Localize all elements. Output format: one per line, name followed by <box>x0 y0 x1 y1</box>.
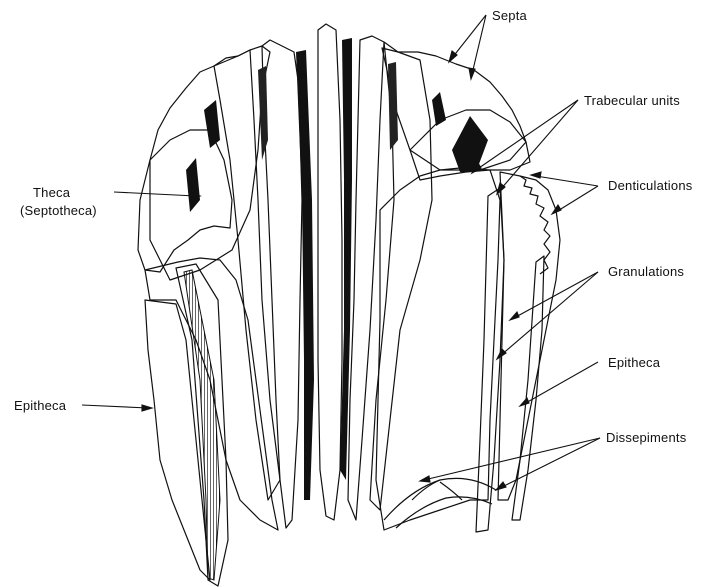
groove <box>258 66 268 160</box>
label-septa: Septa <box>492 8 527 23</box>
leader-epi-left <box>82 405 148 408</box>
groove <box>388 62 398 150</box>
leader-dent-b <box>556 186 598 212</box>
label-trabecular-units: Trabecular units <box>584 93 680 108</box>
dissepiments <box>412 480 440 500</box>
groove <box>296 50 314 500</box>
epitheca-left-wall-line <box>184 270 220 580</box>
epitheca-right-thin <box>512 256 544 520</box>
septum-center-left <box>262 40 302 528</box>
leader-theca <box>114 192 196 196</box>
epitheca-right-rod <box>476 188 504 532</box>
theca-notch-right <box>204 100 220 148</box>
leader-diss-b <box>500 438 600 488</box>
label-granulations: Granulations <box>608 264 684 279</box>
septum-center-right <box>348 36 384 520</box>
denticulation-edge <box>520 176 550 274</box>
label-septotheca: (Septotheca) <box>20 203 97 218</box>
septum-inner-right <box>370 42 432 510</box>
label-dissepiments: Dissepiments <box>606 430 686 445</box>
septum-right-outer <box>498 172 560 500</box>
label-theca: Theca <box>33 185 70 200</box>
right-cut-face <box>376 168 500 530</box>
label-epitheca-right: Epitheca <box>608 355 660 370</box>
label-epitheca-left: Epitheca <box>14 398 66 413</box>
theca-notch-left <box>186 158 200 212</box>
septum-center <box>318 24 342 520</box>
septum-inner-left <box>214 50 280 500</box>
label-denticulations: Denticulations <box>608 178 692 193</box>
trabecular-notch <box>452 116 488 172</box>
leader-diss-a <box>424 438 600 480</box>
leader-dent-a <box>536 176 598 186</box>
